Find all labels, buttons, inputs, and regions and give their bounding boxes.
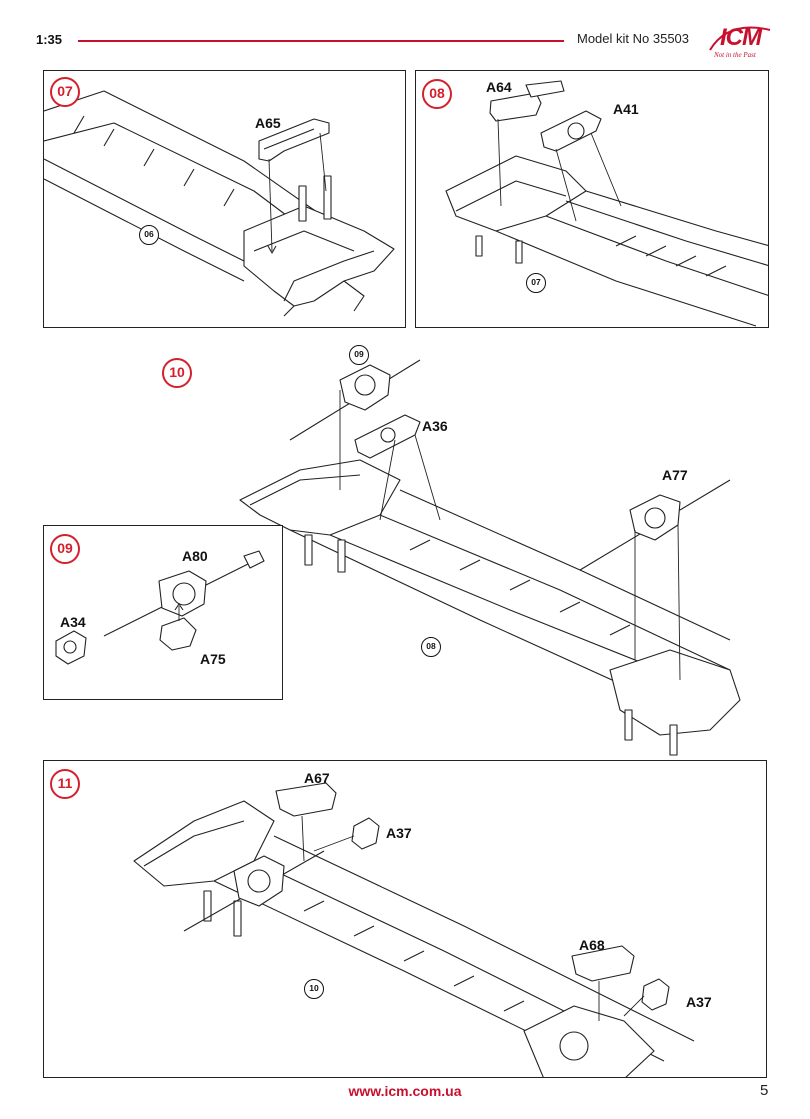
part-A34-label: A34 bbox=[60, 614, 86, 630]
scale-label: 1:35 bbox=[36, 32, 63, 47]
ref-09-badge: 09 bbox=[349, 345, 369, 365]
page-number: 5 bbox=[760, 1082, 769, 1099]
icm-logo: ICM Not in the Past bbox=[708, 24, 772, 64]
step-11-badge: 11 bbox=[50, 769, 80, 799]
logo-tagline: Not in the Past bbox=[714, 51, 756, 59]
part-A77-label: A77 bbox=[662, 467, 688, 483]
logo-text: ICM bbox=[720, 24, 762, 51]
step-08-panel: 08 07 A64 A41 bbox=[415, 70, 769, 328]
step-08-drawing bbox=[445, 80, 768, 327]
ref-07-badge: 07 bbox=[526, 273, 546, 293]
part-A65-label: A65 bbox=[255, 115, 281, 131]
part-A37-top-label: A37 bbox=[386, 825, 412, 841]
part-A68-label: A68 bbox=[579, 937, 605, 953]
part-A67-label: A67 bbox=[304, 770, 330, 786]
step-07-drawing bbox=[44, 90, 395, 317]
step-09-panel: 09 A80 A34 A75 bbox=[43, 525, 283, 700]
step-11-panel: 11 10 A67 A37 A68 A37 bbox=[43, 760, 767, 1078]
part-A75-label: A75 bbox=[200, 651, 226, 667]
kit-number: Model kit No 35503 bbox=[577, 31, 690, 46]
step-09-drawing bbox=[55, 550, 265, 665]
part-A41-label: A41 bbox=[613, 101, 639, 117]
part-A64-label: A64 bbox=[486, 79, 512, 95]
part-A36-label: A36 bbox=[422, 418, 448, 434]
step-10-badge: 10 bbox=[162, 358, 192, 388]
footer-url[interactable]: www.icm.com.ua bbox=[348, 1083, 462, 1099]
part-A37-bottom-label: A37 bbox=[686, 994, 712, 1010]
ref-10-badge: 10 bbox=[304, 979, 324, 999]
step-07-panel: 07 06 A65 bbox=[43, 70, 406, 328]
header-rule bbox=[78, 40, 564, 42]
ref-06-badge: 06 bbox=[139, 225, 159, 245]
step-07-badge: 07 bbox=[50, 77, 80, 107]
step-10-drawing bbox=[239, 359, 741, 756]
step-08-badge: 08 bbox=[422, 79, 452, 109]
part-A80-label: A80 bbox=[182, 548, 208, 564]
ref-08-badge: 08 bbox=[421, 637, 441, 657]
step-11-drawing bbox=[133, 782, 695, 1077]
step-09-badge: 09 bbox=[50, 534, 80, 564]
